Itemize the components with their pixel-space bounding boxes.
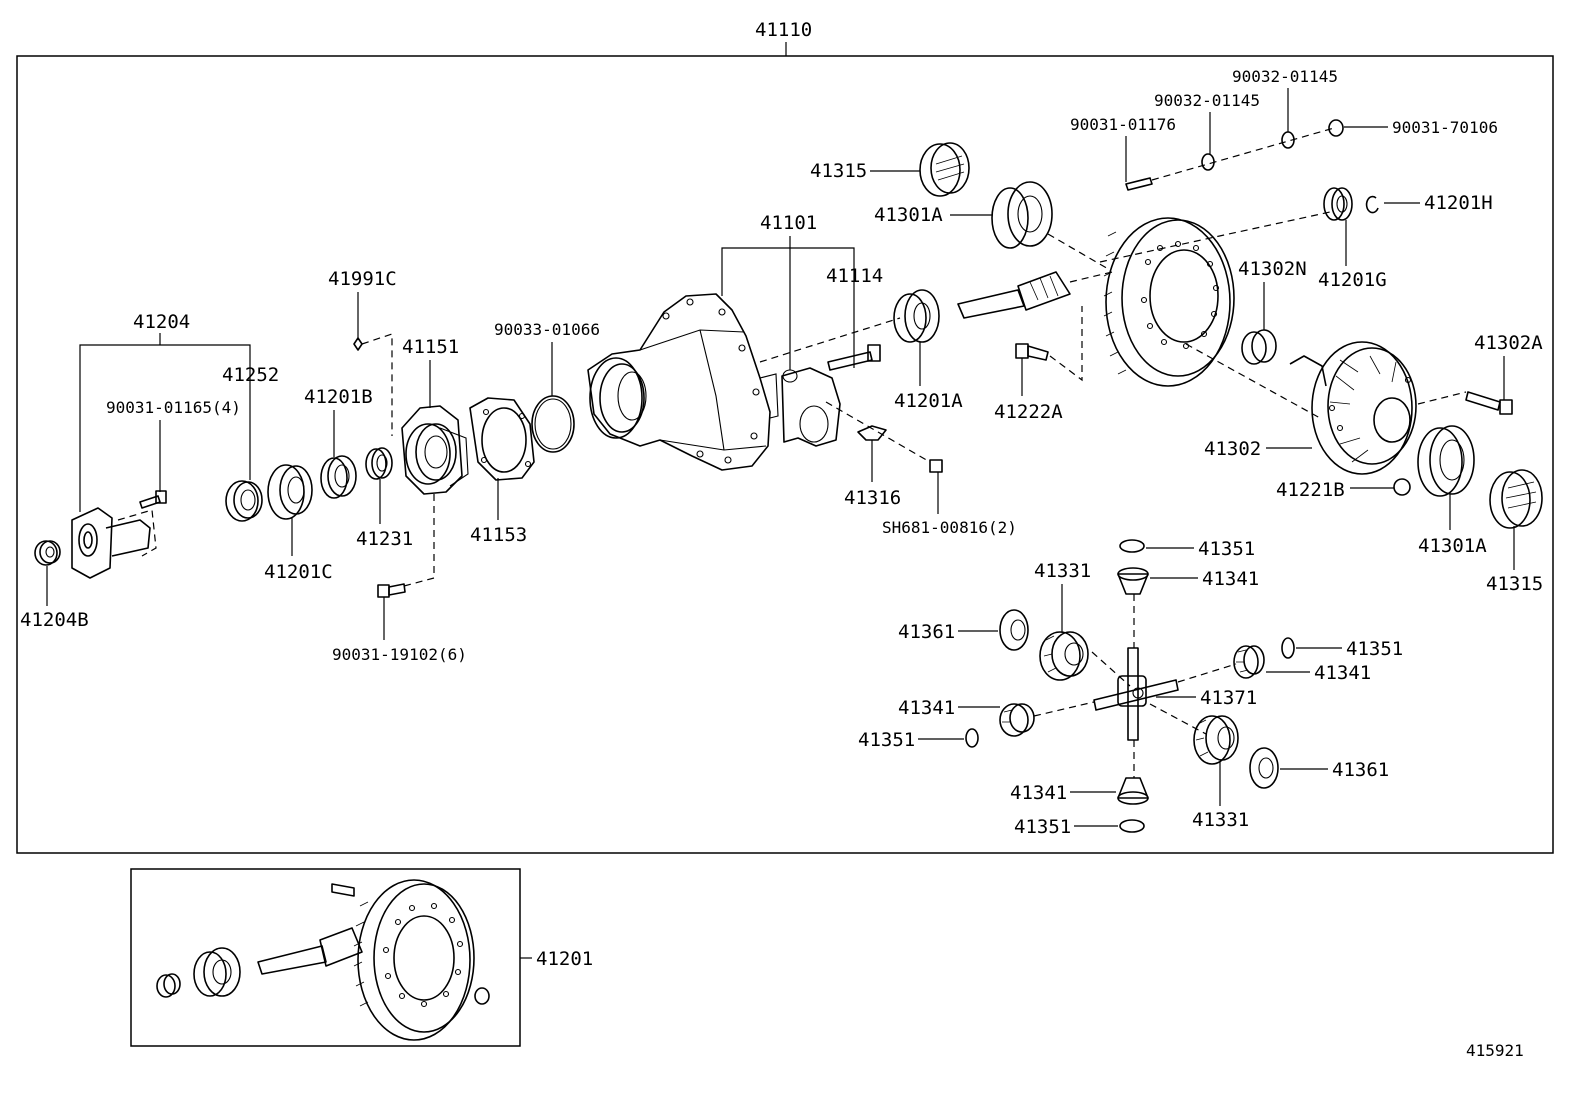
label-41222A: 41222A (994, 401, 1063, 423)
label-41361-right: 41361 (1332, 759, 1389, 781)
label-90031-01165: 90031-01165(4) (106, 398, 241, 417)
label-41315-top: 41315 (810, 160, 867, 182)
pinion-gear-right (1233, 645, 1265, 679)
adjusting-nut-left (919, 142, 970, 197)
label-41252: 41252 (222, 364, 279, 386)
label-41351-bottom: 41351 (1014, 816, 1071, 838)
label-41331-bottom: 41331 (1192, 809, 1249, 831)
lock-bolt (929, 459, 943, 473)
label-41331-left: 41331 (1034, 560, 1091, 582)
cover-bolt (1125, 177, 1153, 191)
side-gear-right (1193, 715, 1239, 765)
label-41151: 41151 (402, 336, 459, 358)
label-41341-top: 41341 (1202, 568, 1259, 590)
flange-nut (34, 540, 61, 566)
label-41201G: 41201G (1318, 269, 1387, 291)
label-41341-left: 41341 (898, 697, 955, 719)
label-41201B: 41201B (304, 386, 373, 408)
side-gear-washer-left (999, 609, 1029, 651)
label-41361-left: 41361 (898, 621, 955, 643)
differential-case (1289, 341, 1417, 475)
label-41204: 41204 (133, 311, 190, 333)
label-41201A: 41201A (894, 390, 963, 412)
assembly-number-label: 41110 (755, 19, 812, 41)
label-90031-01176: 90031-01176 (1070, 115, 1176, 134)
label-41204B: 41204B (20, 609, 89, 631)
front-bearing (893, 289, 940, 343)
label-41201: 41201 (536, 948, 593, 970)
cover-nut (1328, 119, 1344, 137)
label-41351-top: 41351 (1198, 538, 1255, 560)
pinion-gear-bottom (1117, 777, 1149, 805)
drive-pinion (957, 271, 1113, 319)
pinion-gear-top (1117, 567, 1149, 595)
label-90031-70106: 90031-70106 (1392, 118, 1498, 137)
side-gear-washer-right (1249, 747, 1279, 789)
rear-bearing-inner (320, 455, 357, 499)
adjusting-nut-right (1489, 469, 1543, 529)
pinion-gear-left (999, 703, 1035, 737)
pinion-washer-left (965, 728, 979, 748)
rear-bearing-outer (267, 464, 313, 520)
label-41302A: 41302A (1474, 332, 1543, 354)
label-41114: 41114 (826, 265, 883, 287)
pinion-pilot-bearing (1323, 187, 1353, 221)
differential-carrier-housing (587, 293, 779, 471)
label-41315-bottom: 41315 (1486, 573, 1543, 595)
oil-seal (225, 480, 263, 522)
retainer-bolt (377, 583, 406, 598)
label-41301A-top: 41301A (874, 204, 943, 226)
label-SH681-00816: SH681-00816(2) (882, 518, 1017, 537)
label-90032-01145-b: 90032-01145 (1232, 67, 1338, 86)
pinion-washer-top (1119, 539, 1145, 553)
companion-flange (71, 507, 157, 579)
flange-bolt (139, 490, 167, 509)
bearing-cap (781, 367, 841, 447)
label-41371: 41371 (1200, 687, 1257, 709)
label-41341-bottom: 41341 (1010, 782, 1067, 804)
label-41351-left: 41351 (858, 729, 915, 751)
label-41341-right: 41341 (1314, 662, 1371, 684)
side-gear-left (1039, 631, 1089, 681)
bearing-retainer (401, 405, 469, 495)
label-41302N: 41302N (1238, 258, 1307, 280)
o-ring (531, 395, 575, 453)
label-41201H: 41201H (1424, 192, 1493, 214)
snap-ring (1365, 195, 1379, 214)
side-bearing-right (1417, 425, 1475, 497)
retainer-gasket (469, 397, 535, 481)
label-41231: 41231 (356, 528, 413, 550)
pinion-washer-right (1281, 637, 1295, 659)
pinion-and-ring-gear-kit (156, 879, 490, 1041)
label-41302: 41302 (1204, 438, 1261, 460)
bearing-spacer (365, 447, 393, 480)
case-bolt (1465, 391, 1513, 415)
drawing-number: 415921 (1466, 1041, 1524, 1060)
label-41991C: 41991C (328, 268, 397, 290)
label-90032-01145-a: 90032-01145 (1154, 91, 1260, 110)
label-90033-01066: 90033-01066 (494, 320, 600, 339)
ring-gear-bolt (1015, 343, 1049, 361)
case-nut (1393, 478, 1411, 496)
label-41201C: 41201C (264, 561, 333, 583)
label-90031-19102: 90031-19102(6) (332, 645, 467, 664)
pinion-washer-bottom (1119, 819, 1145, 833)
cap-bolt (827, 344, 881, 371)
label-41221B: 41221B (1276, 479, 1345, 501)
label-41351-right: 41351 (1346, 638, 1403, 660)
label-41101: 41101 (760, 212, 817, 234)
side-gear-thrust-washer (1241, 329, 1277, 365)
label-41316: 41316 (844, 487, 901, 509)
pinion-shaft (1093, 647, 1179, 741)
main-assembly-frame (16, 55, 1554, 854)
washer-left (1201, 153, 1215, 171)
ring-gear (1103, 217, 1235, 387)
label-41153: 41153 (470, 524, 527, 546)
label-41301A-bottom: 41301A (1418, 535, 1487, 557)
side-bearing-left (991, 181, 1053, 249)
